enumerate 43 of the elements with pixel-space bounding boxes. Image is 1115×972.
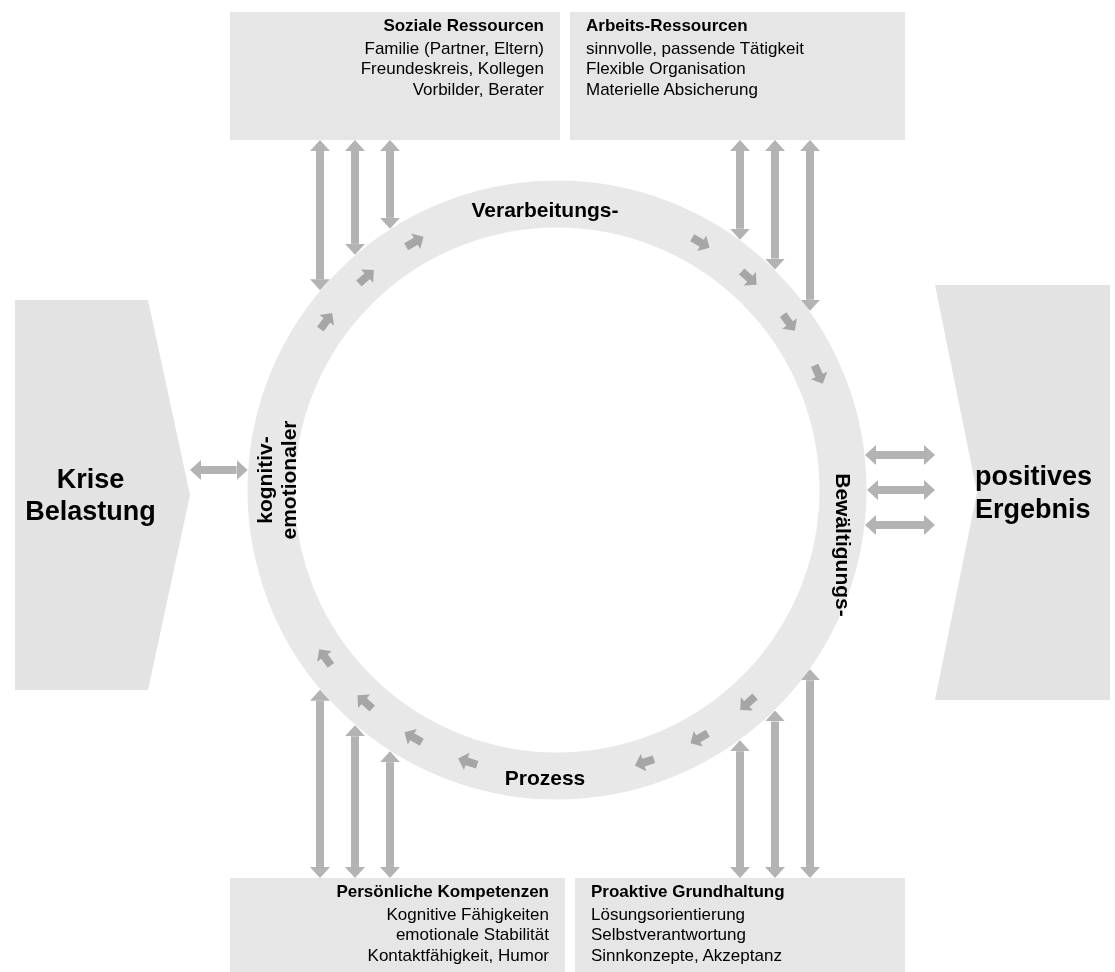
resource-box: [230, 12, 560, 140]
ring-label: Verarbeitungs-: [470, 197, 620, 223]
double-arrow: [765, 140, 785, 270]
box-item: Materielle Absicherung: [586, 80, 759, 101]
box-item: emotionale Stabilität: [394, 925, 549, 947]
ring-label: Prozess: [503, 765, 587, 791]
box-item: Flexible Organisation: [586, 59, 747, 81]
double-arrow: [800, 669, 820, 878]
ring-label: Bewältigungs-: [831, 472, 856, 619]
resource-box: [570, 12, 905, 140]
double-arrow: [867, 480, 935, 500]
double-arrow: [190, 460, 248, 480]
box-item: Kontaktfähigkeit, Humor: [366, 946, 549, 967]
double-arrow: [765, 710, 785, 878]
node-label: positives Ergebnis: [975, 460, 1094, 525]
double-arrow: [345, 725, 365, 878]
box-item: Vorbilder, Berater: [411, 80, 544, 101]
double-arrow: [310, 140, 330, 291]
double-arrow: [380, 140, 400, 229]
box-heading: Soziale Ressourcen: [382, 16, 544, 37]
box-heading: Arbeits-Ressourcen: [586, 16, 749, 37]
box-item: Lösungsorientierung: [591, 904, 747, 926]
cycle-ring: [247, 180, 867, 800]
double-arrow: [865, 445, 935, 465]
box-item: Freundeskreis, Kollegen: [359, 59, 544, 81]
box-heading: Proaktive Grundhaltung: [591, 882, 786, 903]
double-arrow: [865, 515, 935, 535]
resource-box: [575, 878, 905, 972]
box-item: Selbstverantwortung: [591, 925, 747, 947]
double-arrow: [345, 140, 365, 255]
double-arrow: [310, 689, 330, 878]
box-item: Sinnkonzepte, Akzeptanz: [591, 946, 783, 967]
box-item: sinnvolle, passende Tätigkeit: [586, 38, 805, 60]
box-item: Kognitive Fähigkeiten: [385, 904, 549, 926]
box-heading: Persönliche Kompetenzen: [335, 882, 549, 903]
double-arrow: [730, 140, 750, 240]
resource-box: [230, 878, 565, 972]
ring-label: kognitiv- emotionaler: [252, 420, 301, 540]
node-label: Krise Belastung: [24, 462, 157, 528]
double-arrow: [800, 140, 820, 311]
box-item: Familie (Partner, Eltern): [363, 38, 544, 60]
double-arrow: [730, 740, 750, 878]
double-arrow: [380, 751, 400, 878]
